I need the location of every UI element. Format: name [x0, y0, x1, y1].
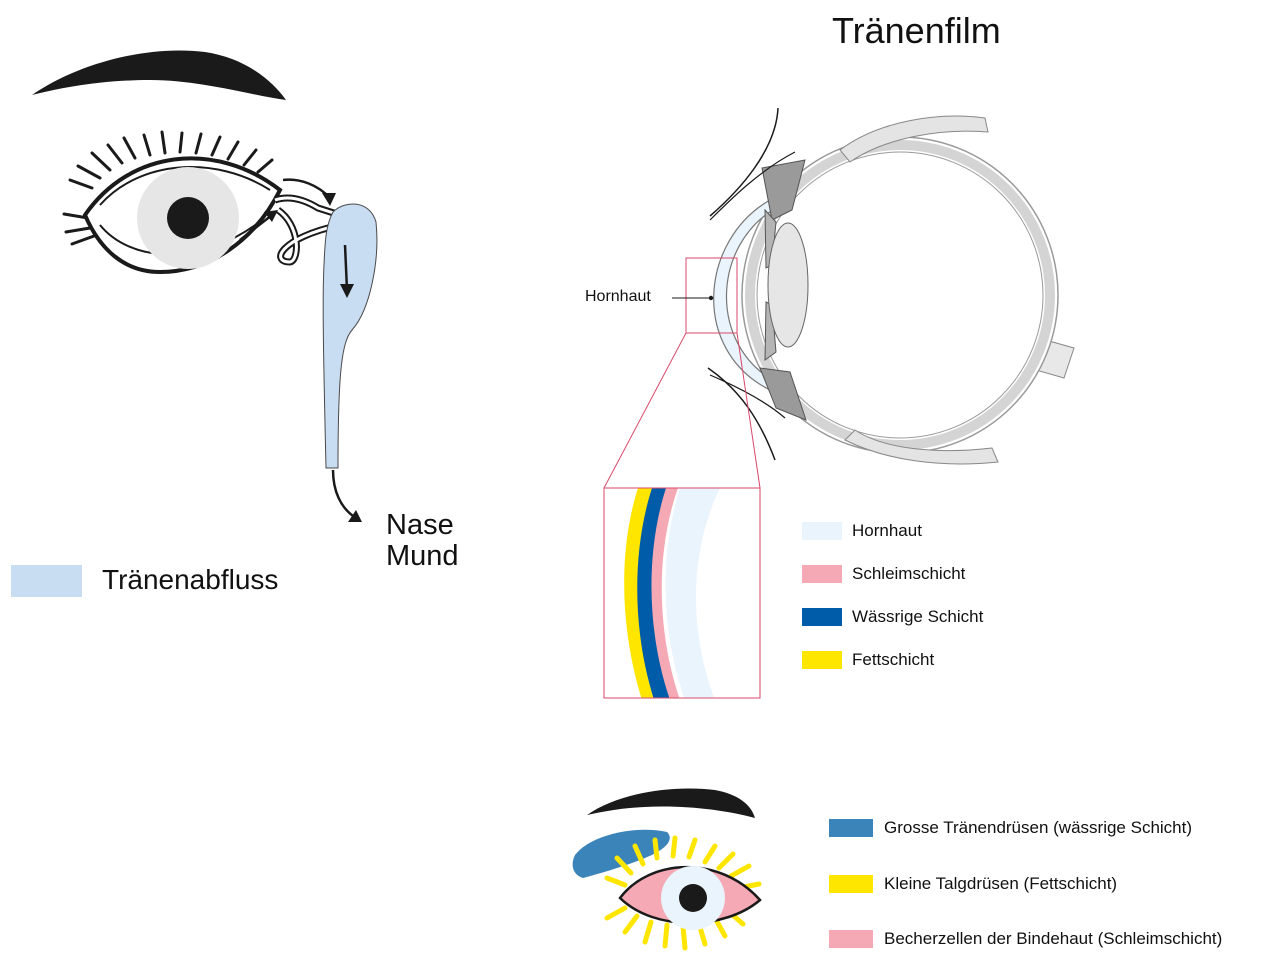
- destination-mouth: Mund: [386, 541, 459, 572]
- legend-label: Fettschicht: [852, 650, 934, 670]
- diagram-title: Tränenfilm: [832, 10, 1001, 52]
- drainage-legend-swatch: [11, 565, 82, 597]
- legend-label: Hornhaut: [852, 521, 922, 541]
- legend-label: Schleimschicht: [852, 564, 965, 584]
- legend-label: Grosse Tränendrüsen (wässrige Schicht): [884, 818, 1192, 838]
- legend-swatch-fettschicht: [802, 651, 842, 669]
- legend-label: Wässrige Schicht: [852, 607, 983, 627]
- legend-swatch-schleimschicht: [802, 565, 842, 583]
- eyebrow: [32, 50, 286, 100]
- legend-swatch-tear-glands: [829, 819, 873, 837]
- eyebrow-small: [587, 788, 755, 818]
- pupil-small: [679, 884, 707, 912]
- destination-label: Nase Mund: [386, 510, 459, 572]
- legend-label: Kleine Talgdrüsen (Fettschicht): [884, 874, 1117, 894]
- legend-swatch-hornhaut: [802, 522, 842, 540]
- legend-swatch-goblet-cells: [829, 930, 873, 948]
- lens: [768, 223, 808, 347]
- layer-cornea: [666, 488, 720, 700]
- legend-swatch-waessrige-schicht: [802, 608, 842, 626]
- tear-film-magnified: [604, 488, 760, 700]
- drainage-legend-label: Tränenabfluss: [102, 564, 278, 596]
- cornea-label: Hornhaut: [585, 288, 651, 306]
- legend-swatch-sebaceous-glands: [829, 875, 873, 893]
- lacrimal-sac-and-duct: [323, 204, 377, 468]
- legend-label: Becherzellen der Bindehaut (Schleimschic…: [884, 929, 1222, 949]
- gland-illustration: [565, 780, 785, 960]
- pupil: [167, 197, 209, 239]
- destination-nose: Nase: [386, 510, 459, 541]
